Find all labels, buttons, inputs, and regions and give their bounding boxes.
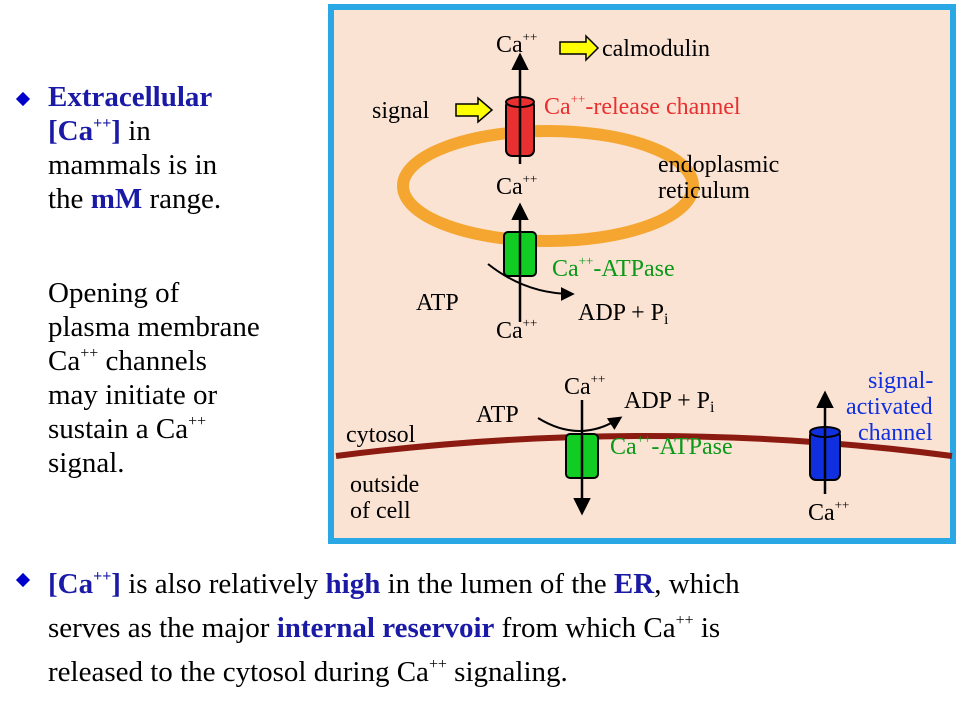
release-signal-arrow-icon <box>455 96 494 124</box>
left-paragraph-1: Extracellular [Ca++] in mammals is in th… <box>48 81 222 215</box>
bottom-paragraph: [Ca++] is also relatively high in the lu… <box>48 568 740 688</box>
calcium-signaling-diagram: Ca++ calmodulin signal Ca++-release chan… <box>328 4 956 544</box>
svg-text:Ca++: Ca++ <box>496 29 537 58</box>
ca-label-er: Ca <box>496 174 523 200</box>
signal-activated-label-2: activated <box>846 394 933 420</box>
pm-atpase-label: -ATPase <box>651 434 732 460</box>
endoplasmic-label: endoplasmic <box>658 152 779 178</box>
diagram-background <box>328 4 956 544</box>
extracellular-label: Extracellular <box>48 81 213 113</box>
er-atp-curve-arrow <box>487 263 575 301</box>
svg-text:Ca++-ATPase: Ca++-ATPase <box>610 431 733 460</box>
plasma-membrane <box>335 433 953 459</box>
signal-activated-label-1: signal- <box>868 368 933 394</box>
left-paragraph-2: Opening of plasma membrane Ca++ channels… <box>48 277 260 479</box>
bullet-diamond-icon <box>15 572 31 588</box>
svg-text:ADP + Pi: ADP + Pi <box>624 388 715 416</box>
signal-label: signal <box>372 98 430 124</box>
er-membrane <box>397 125 699 247</box>
outside-label-2: of cell <box>350 498 411 524</box>
pm-atp-curve-arrow <box>537 416 623 432</box>
reticulum-label: reticulum <box>658 178 750 204</box>
calmodulin-signal-arrow-icon <box>559 34 600 62</box>
bullet-diamond-icon <box>15 91 31 107</box>
calmodulin-label: calmodulin <box>602 36 710 62</box>
ca-label-outside: Ca <box>808 500 835 526</box>
svg-text:Ca++: Ca++ <box>564 371 605 400</box>
svg-text:Ca++: Ca++ <box>808 497 849 526</box>
pm-adp-label: ADP + P <box>624 388 710 414</box>
ca-label-pm-top: Ca <box>564 374 591 400</box>
er-atpase-label: -ATPase <box>593 256 674 282</box>
svg-text:ADP + Pi: ADP + Pi <box>578 300 669 328</box>
release-channel-label: -release channel <box>585 94 741 120</box>
signal-activated-label-3: channel <box>858 420 933 446</box>
svg-text:Ca++-ATPase: Ca++-ATPase <box>552 253 675 282</box>
svg-text:Ca++: Ca++ <box>496 171 537 200</box>
svg-text:Ca++-release channel: Ca++-release channel <box>544 91 741 120</box>
cytosol-label: cytosol <box>346 422 416 448</box>
ca-label-cytosol: Ca <box>496 318 523 344</box>
svg-text:Ca++: Ca++ <box>496 315 537 344</box>
outside-label-1: outside <box>350 472 419 498</box>
er-adp-label: ADP + P <box>578 300 664 326</box>
ca-label-top: Ca <box>496 32 523 58</box>
er-atp-label: ATP <box>416 290 459 316</box>
pm-atp-label: ATP <box>476 402 519 428</box>
